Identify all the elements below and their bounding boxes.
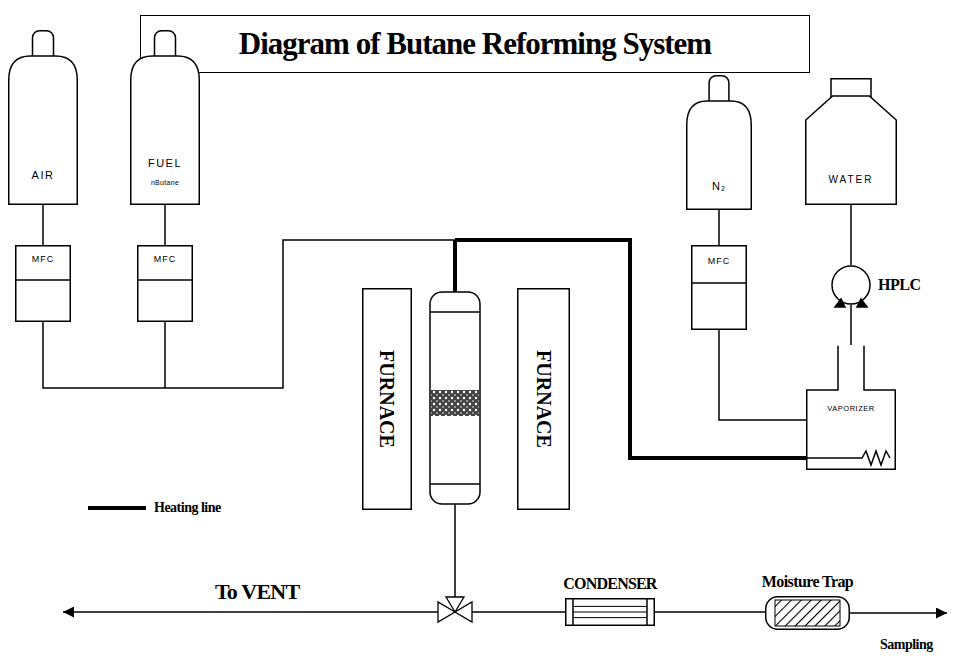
hplc-pump-outline	[857, 299, 867, 307]
pipe-line	[850, 305, 852, 345]
outlet-line	[454, 504, 456, 598]
vaporizer: VAPORIZER	[806, 345, 896, 470]
node-body: MFC	[137, 245, 193, 322]
moisture-trap-outline	[766, 597, 850, 630]
node-body: AIR	[8, 30, 78, 205]
three-way-valve	[438, 597, 472, 622]
furnace-outline	[518, 289, 570, 510]
mass-flow-controller-outline	[137, 279, 193, 281]
node-label: CONDENSER	[563, 575, 656, 593]
pipe-line	[42, 205, 44, 245]
node-label: FURNACE	[376, 350, 398, 448]
legend-swatch	[88, 503, 146, 513]
condenser-outline	[573, 617, 647, 618]
mass-flow-controller-outline	[692, 246, 747, 330]
node-body: WATER	[805, 78, 897, 205]
legend-item: Heating line	[88, 500, 221, 515]
hplc-pump-outline	[832, 266, 870, 304]
flow-label: Sampling	[880, 637, 933, 652]
furnace-outline	[363, 289, 412, 510]
node-label: N₂	[712, 180, 726, 192]
node-label: AIR	[32, 169, 55, 181]
legend-text: Heating line	[154, 500, 221, 515]
node-label: FUEL	[148, 157, 182, 169]
reactor-tube	[430, 292, 480, 504]
mass-flow-controller-outline	[16, 246, 71, 322]
gas-cylinder: FUEL nButane	[130, 30, 200, 205]
hplc-pump-outline	[831, 265, 871, 305]
node-body: VAPORIZER	[806, 345, 896, 470]
gas-cylinder-outline	[130, 30, 200, 205]
node-label: Moisture Trap	[762, 573, 853, 591]
heating-line	[455, 240, 806, 458]
mass-flow-controller-outline	[138, 246, 193, 322]
water-tank-outline	[805, 78, 897, 205]
water-tank: WATER	[805, 78, 897, 205]
node-label: HPLC	[878, 276, 920, 294]
reactor-tube	[430, 483, 480, 485]
pipe-line	[719, 330, 806, 420]
furnace: FURNACE	[362, 288, 412, 510]
condenser-outline	[573, 612, 647, 613]
node-label: VAPORIZER	[827, 405, 874, 413]
mass-flow-controller-outline	[15, 279, 71, 281]
node-label: nButane	[151, 179, 179, 187]
hplc-pump: HPLC	[831, 265, 871, 305]
mass-flow-controller-outline	[691, 282, 747, 284]
moisture-trap-outline	[765, 596, 850, 630]
node-body: MFC	[691, 245, 747, 330]
node-label: MFC	[32, 255, 55, 265]
pipe-line	[164, 205, 166, 245]
heating-line	[455, 240, 806, 458]
legend-swatch	[88, 506, 146, 510]
pipe-line	[655, 611, 765, 613]
condenser-outline	[565, 598, 655, 626]
gas-cylinder-outline	[687, 101, 752, 209]
condenser: CONDENSER	[565, 598, 655, 626]
hplc-pump-outline	[835, 299, 845, 307]
moisture-trap-outline	[775, 600, 840, 626]
outlet-line	[63, 611, 438, 613]
outlet-line	[472, 611, 565, 613]
moisture-trap: Moisture Trap	[765, 596, 850, 630]
node-label: MFC	[708, 257, 731, 267]
node-body: MFC	[15, 245, 71, 322]
mass-flow-controller: MFC	[15, 245, 71, 322]
feed-line	[164, 322, 166, 388]
flow-label: To VENT	[215, 580, 299, 604]
node-body: N₂	[686, 75, 752, 210]
gas-cylinder-outline	[131, 56, 200, 204]
node-label: WATER	[829, 174, 874, 185]
node-label: MFC	[154, 255, 177, 265]
node-body: FUEL nButane	[130, 30, 200, 205]
heating-line	[453, 240, 457, 293]
reactor-tube	[431, 390, 479, 416]
title-box: Diagram of Butane Reforming System	[140, 15, 810, 73]
pipe-line	[718, 210, 720, 245]
condenser-outline	[573, 606, 647, 607]
mass-flow-controller: MFC	[691, 245, 747, 330]
reactor-tube	[430, 311, 480, 313]
vaporizer-outline	[806, 451, 890, 465]
three-way-valve	[446, 597, 464, 612]
gas-cylinder: AIR	[8, 30, 78, 205]
furnace: FURNACE	[517, 288, 570, 510]
condenser-outline	[566, 599, 655, 626]
diagram-title: Diagram of Butane Reforming System	[239, 27, 711, 61]
mass-flow-controller: MFC	[137, 245, 193, 322]
water-tank-outline	[806, 96, 897, 204]
outlet-line	[850, 612, 947, 614]
reactor-tube	[430, 292, 480, 504]
node-label: FURNACE	[533, 350, 555, 448]
pipe-line	[850, 205, 852, 265]
gas-cylinder: N₂	[686, 75, 752, 210]
gas-cylinder-outline	[9, 56, 78, 204]
vaporizer-outline	[807, 346, 896, 470]
